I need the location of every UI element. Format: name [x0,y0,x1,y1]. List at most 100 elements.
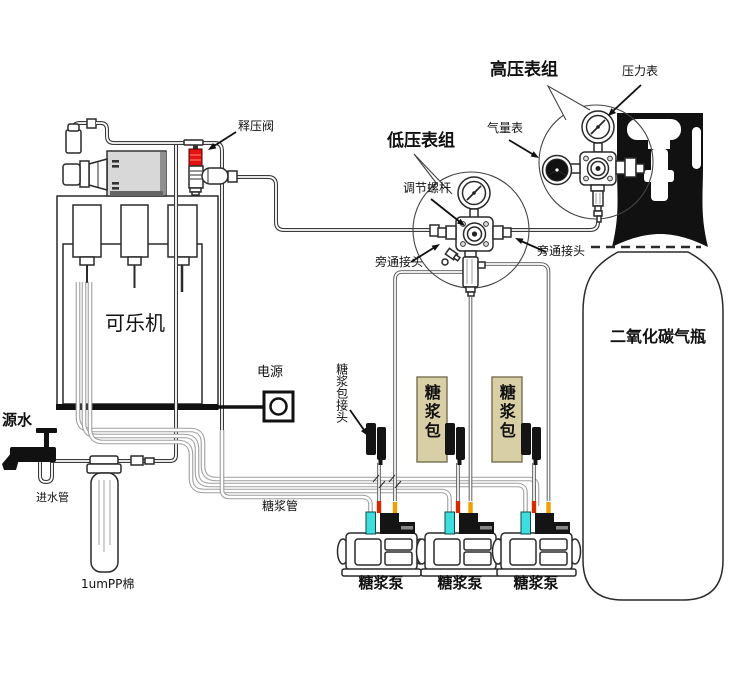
pump-flange [79,160,90,188]
lp-right-branch-fitting [477,261,486,269]
syrup-pump-1 [336,501,427,577]
lp-gauge-group-label: 低压表组 [387,131,455,151]
filter-cap-top [89,455,119,465]
release-valve-body [188,165,204,189]
release-valve-label: 释压阀 [238,119,275,133]
gas-volume-gauge-label: 气量表 [487,121,524,135]
bypass-nut-left [437,227,447,238]
bypass-fitting-left [445,225,457,240]
bag-connector-3 [521,423,541,465]
filter-cap [86,463,122,474]
co2-gas-piping [237,175,600,237]
pump-inlet-cap [67,123,80,132]
water-filter [86,455,122,573]
release-valve-red-cap [188,148,203,167]
cylinder-connector-nut [624,157,637,178]
syrup-pump-1-label: 糖浆泵 [358,574,404,592]
hp-callout-bubble [538,104,654,220]
source-water-label: 源水 [2,411,33,429]
release-valve-tip [191,191,200,196]
pump-inlet-body [65,129,82,154]
pump-cyan-inlet [444,511,455,535]
high-pressure-regulator [538,84,654,223]
co2-cylinder-label: 二氧化碳气瓶 [610,327,707,346]
lp-bottom-tip [467,291,475,297]
canister-neck [127,256,142,266]
syrup-bags [416,376,523,463]
bypass-connector-left-label: 旁通接头 [375,255,424,269]
bag-connector-2 [445,423,465,465]
co2-valve-stem [648,137,670,149]
syrup-pump-3-label: 糖浆泵 [513,574,559,592]
syrup-bag-1-label: 糖浆包 [421,384,441,441]
pipe-fitting [86,118,97,129]
pipe-crossing-marks [372,474,402,489]
cola-machine [56,195,219,410]
lp-outlet-valve-body [462,256,479,288]
low-pressure-regulator [412,153,530,297]
pp-filter-label: 1umPP棉 [81,577,135,591]
hp-outlet-body [592,190,604,207]
pressure-gauge-label: 压力表 [622,64,659,78]
hp-gauge-group-label: 高压表组 [490,60,558,80]
syrup-bag-lines [377,463,536,501]
syrup-bag-1 [416,376,448,463]
co2-cylinder [582,113,724,601]
hp-outlet-nut [590,184,605,192]
cylinder-connector-tip [635,163,645,174]
machine-bottom-bar [56,404,218,410]
bag-connector-1 [366,423,386,465]
bypass-nut-right [502,227,512,238]
syrup-bag-2-label: 糖浆包 [496,384,516,441]
syrup-bag-2 [491,376,523,463]
motor-vent-slots [112,160,119,190]
canister-nozzle [86,265,136,288]
syrup-inlet-tip [376,501,382,513]
cola-machine-label: 可乐机 [105,311,165,335]
syrup-bag-connector-label: 糖浆包接头 [334,363,349,423]
canister [167,204,198,258]
bypass-connector-right-label: 旁通接头 [537,244,586,258]
carbonator-pump [62,118,224,432]
callout-arrows [208,84,642,436]
lp-relief-fitting [444,247,462,262]
adjusting-screw-label: 调节螺杆 [403,181,452,195]
canister-neck [79,256,95,266]
syrup-pump-3 [491,501,582,577]
power-outlet [262,390,295,423]
pump-gas-lines [393,262,551,501]
motor-base-strip [110,191,163,196]
pump-cyan-inlet [520,511,531,535]
pump-head [62,163,81,186]
release-valve-outlet-cylinder [201,167,229,185]
faucet-u-pipe [38,461,54,485]
syrup-pumps [336,501,582,577]
water-supply [2,145,178,573]
pipe-fitting [227,170,238,183]
water-inlet-pipe-label: 进水管 [36,491,69,504]
hp-callout-tail [546,84,591,121]
gas-inlet-tip [546,502,551,513]
release-valve-neck [193,145,198,149]
gas-inlet-tip [468,502,473,513]
pump-cyan-inlet [365,511,376,535]
syrup-inlet-tip [531,501,537,513]
co2-valve-side-slot [692,127,701,169]
co2-cylinder-body [582,251,724,601]
gas-gauge-wedges [546,159,568,181]
syrup-inlet-tip [455,501,461,513]
lp-outlet-stem [464,250,477,258]
co2-valve-handle [627,119,681,140]
hp-outlet-tip [596,215,602,223]
release-valve-handle [183,139,204,146]
filter-cartridge [90,472,119,573]
hp-gauge-stem [593,142,603,153]
lp-callout-tail [413,153,453,195]
canister [120,204,149,258]
syrup-pump-2-label: 糖浆泵 [437,574,483,592]
bypass-fitting-right [492,225,504,240]
syrup-pump-2 [415,501,506,577]
co2-valve-collar [644,170,674,182]
